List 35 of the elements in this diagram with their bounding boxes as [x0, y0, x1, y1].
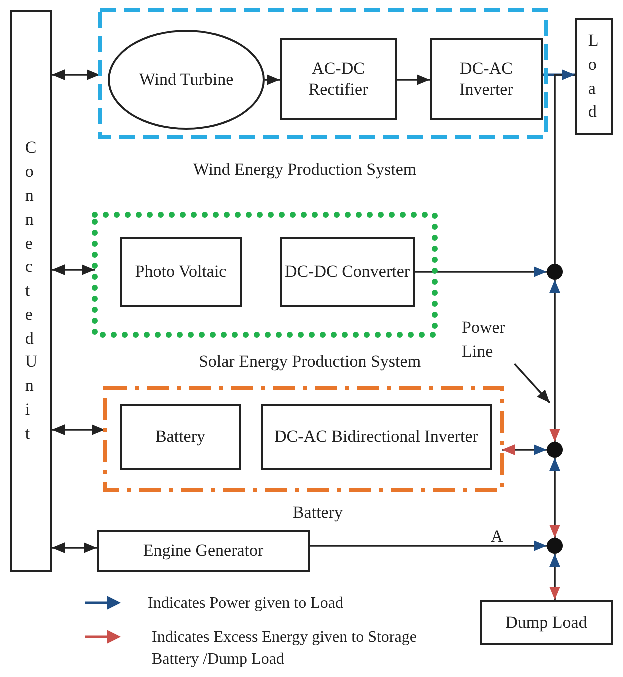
group-heading: Battery	[292, 502, 344, 524]
leader-line	[514, 363, 551, 404]
process-box: Connected Unit	[10, 10, 52, 572]
connector-arrow	[502, 444, 547, 456]
process-box: Engine Generator	[97, 530, 310, 572]
process-box: Load	[575, 18, 613, 135]
junction-dot	[547, 538, 563, 554]
connector-arrow	[550, 280, 560, 442]
process-box: DC-DC Converter	[280, 237, 415, 307]
legend-text: Indicates Power given to Load	[148, 594, 344, 614]
process-box: DC-AC Bidirectional Inverter	[261, 404, 492, 470]
process-box: DC-AC Inverter	[430, 38, 543, 120]
edge-label: A	[490, 528, 504, 545]
connector-arrow	[397, 74, 430, 86]
process-box: AC-DC Rectifier	[280, 38, 397, 120]
connector-arrow	[265, 74, 280, 86]
connector-arrow	[52, 424, 105, 436]
connector-arrow	[415, 266, 547, 278]
group-heading: Solar Energy Production System	[198, 351, 422, 372]
process-box: Dump Load	[480, 600, 613, 645]
process-box: Photo Voltaic	[120, 237, 242, 307]
connector-arrow	[550, 458, 560, 538]
junction-dot	[547, 264, 563, 280]
connector-arrow	[550, 554, 560, 600]
text-label: Power Line	[462, 317, 506, 363]
group-heading: Wind Energy Production System	[193, 159, 417, 180]
connector-arrow	[310, 540, 547, 552]
connector-arrow	[52, 264, 95, 276]
junction-dot	[547, 442, 563, 458]
connector-arrow	[52, 70, 100, 80]
process-ellipse: Wind Turbine	[108, 30, 265, 130]
connector-arrow	[554, 70, 575, 264]
connector-arrow	[52, 542, 97, 554]
legend-text: Indicates Excess Energy given to Storage Battery /Dump Load	[152, 628, 418, 670]
process-box: Battery	[120, 404, 241, 470]
